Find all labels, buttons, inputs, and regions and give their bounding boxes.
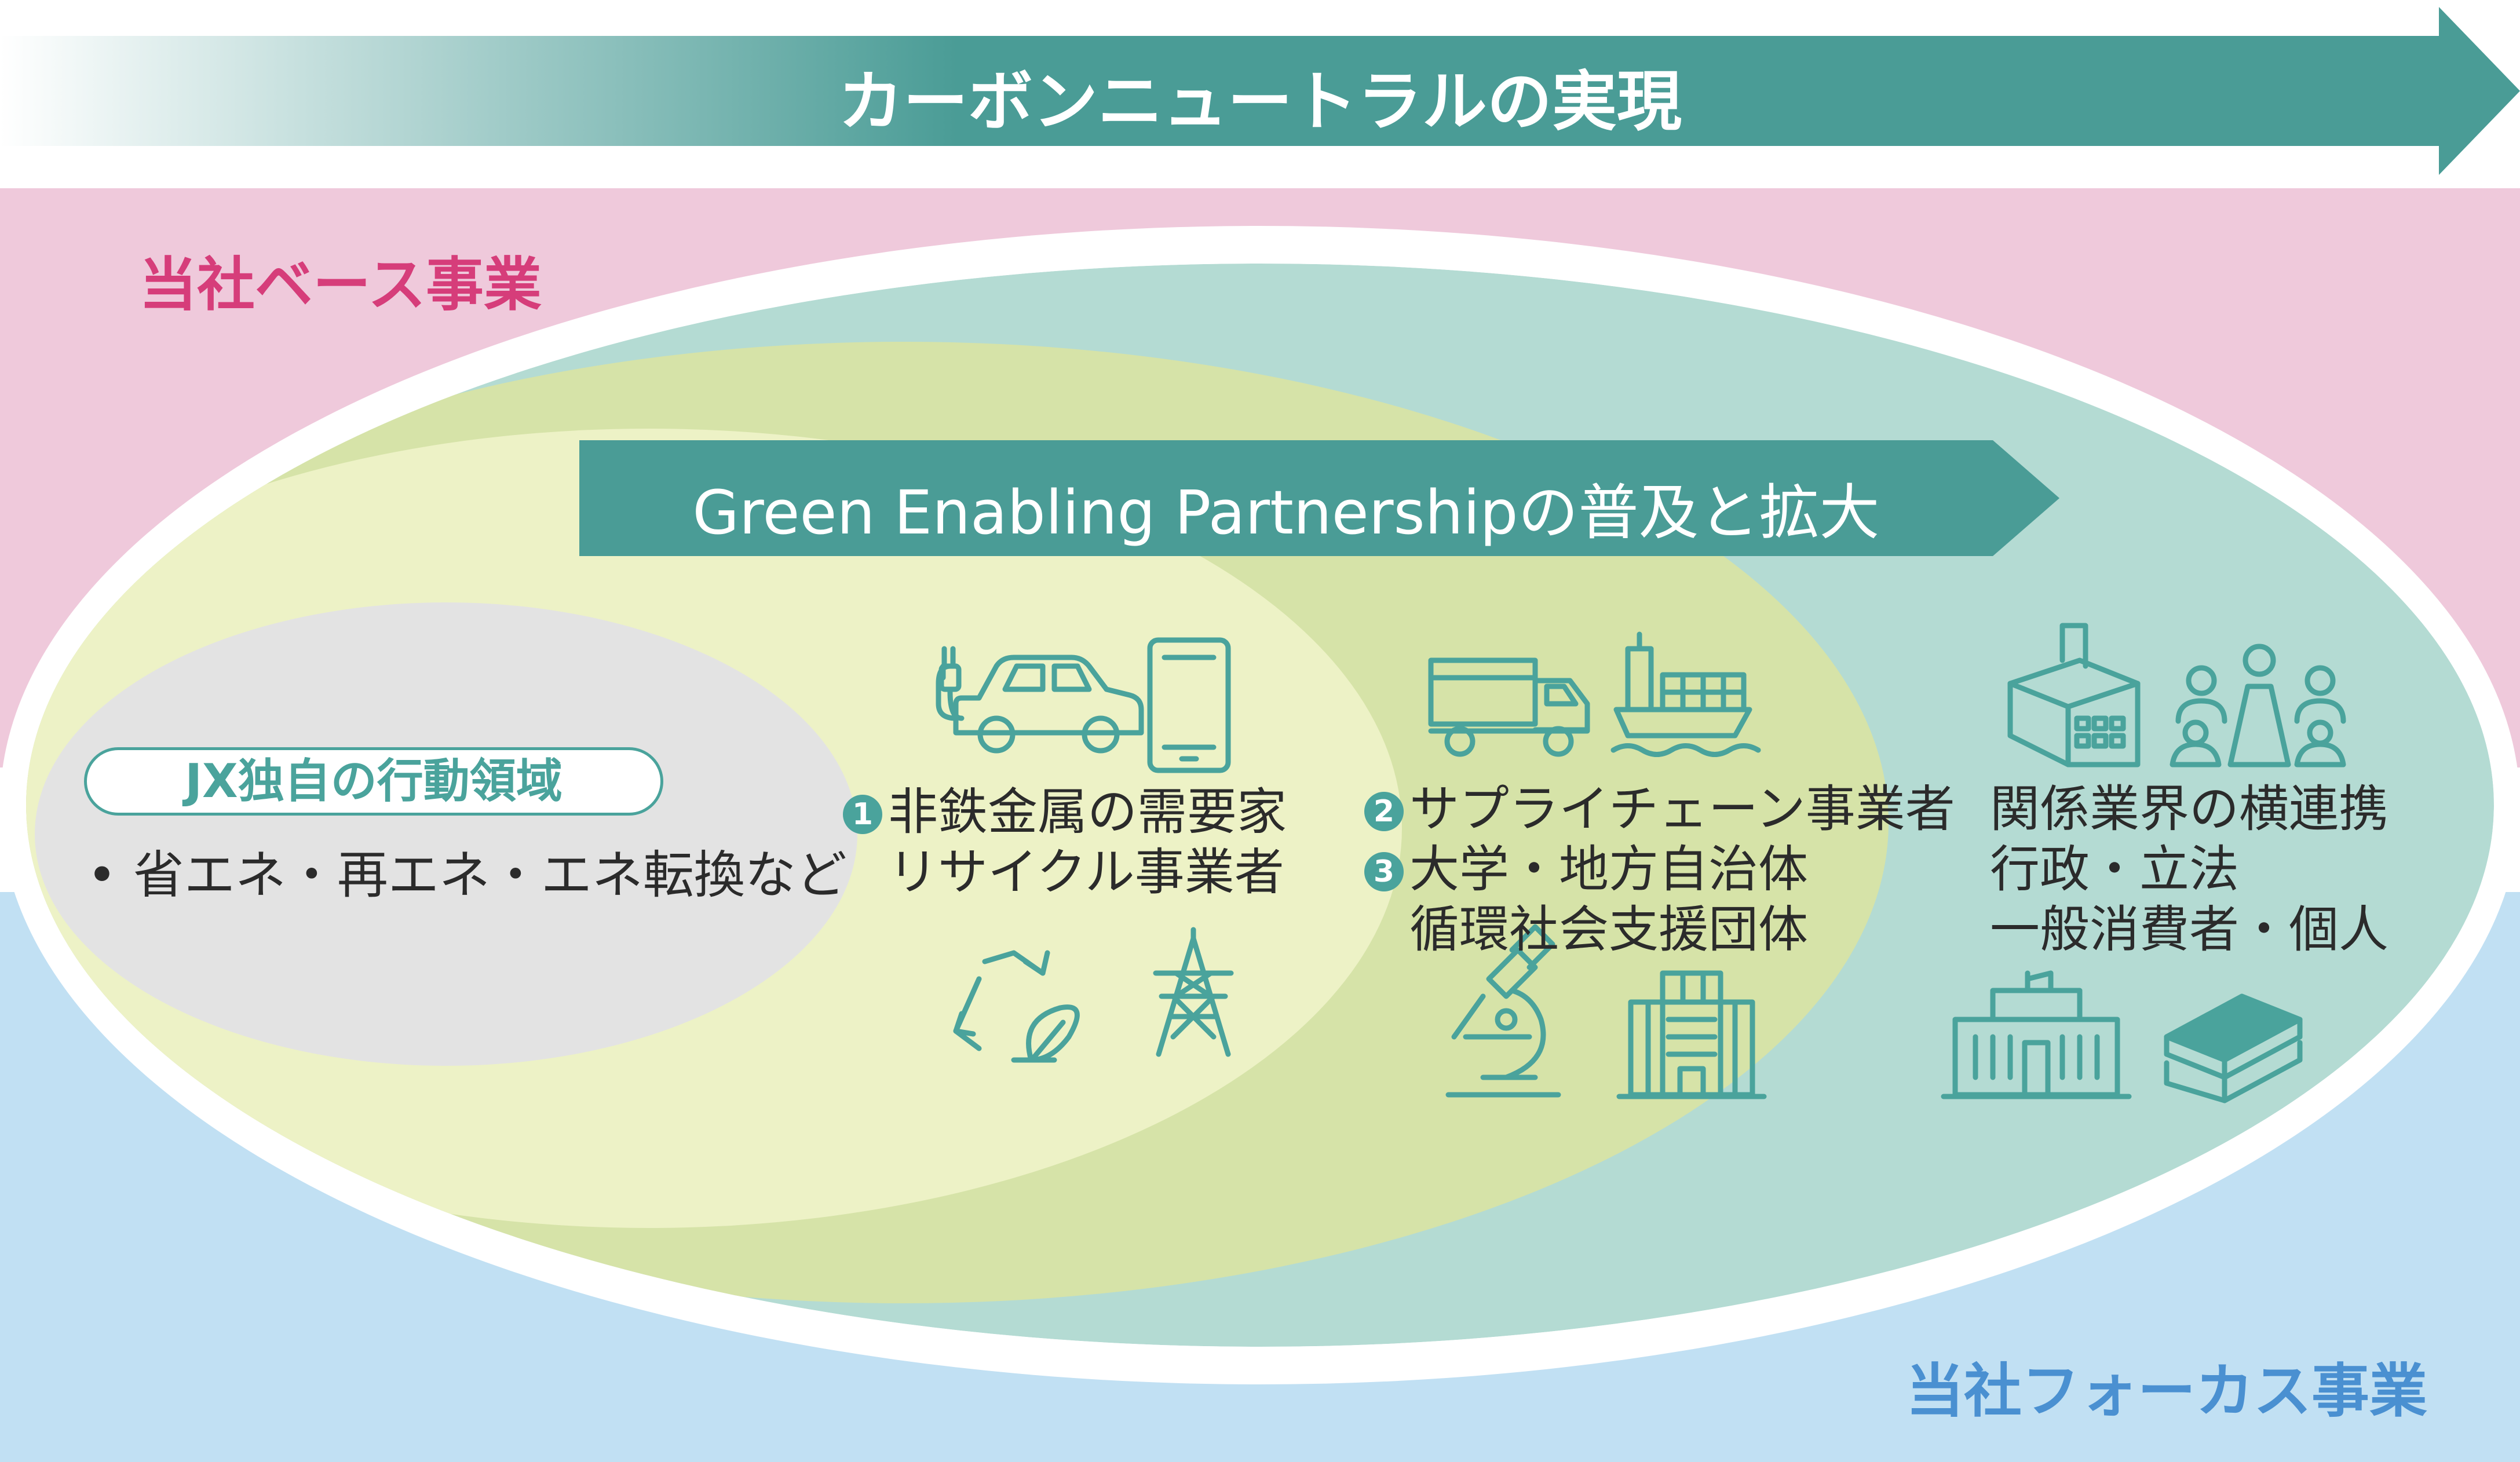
carbon-neutral-title: カーボンニュートラルの実現 [838,64,1682,140]
dump-truck-icon [1428,657,1590,757]
people-group-icon [2170,644,2346,767]
group1-line2: リサイクル事業者 [888,843,1284,901]
books-icon [2164,993,2303,1103]
group2-line1-text: サプライチェーン事業者 [1409,780,1955,838]
microscope-icon [1445,924,1561,1098]
ev-car-icon [936,646,1144,754]
bullet: • [87,845,117,905]
power-tower-icon [1153,927,1234,1057]
parliament-building-icon [1941,970,2132,1099]
factory-icon [2007,623,2141,767]
carbon-neutral-arrow [0,7,2520,175]
number-badge-1: 1 [843,795,882,834]
jx-action-area-pill: JX独自の行動領域 [84,747,663,816]
group3-line3: 一般消費者・個人 [1990,901,2388,959]
group2-line2-text: 大学・地方自治体 [1409,840,1808,898]
group1-line1-text: 非鉄金属の需要家 [888,783,1287,841]
base-business-label: 当社ベース事業 [139,251,542,319]
cargo-ship-icon [1610,631,1761,757]
number-badge-3: 3 [1364,852,1404,891]
group3-line1: 関係業界の横連携 [1990,780,2388,838]
focus-business-label: 当社フォーカス事業 [1906,1357,2427,1425]
group3-text: 関係業界の横連携 行政・立法 一般消費者・個人 [1990,779,2388,960]
jx-description-text: 省エネ・再エネ・エネ転換など [133,845,847,905]
partnership-arrow [579,440,2059,556]
group2-line3: 循環社会支援団体 [1409,901,1808,959]
smartphone-icon [1147,637,1231,773]
office-building-icon [1616,970,1767,1099]
partnership-title: Green Enabling Partnershipの普及と拡大 [692,477,1880,548]
group3-line2: 行政・立法 [1990,840,2239,898]
recycle-leaf-icon [953,950,1080,1063]
jx-description: • 省エネ・再エネ・エネ転換など [87,834,847,908]
jx-ellipse [35,602,857,1066]
number-badge-2: 2 [1364,792,1404,831]
